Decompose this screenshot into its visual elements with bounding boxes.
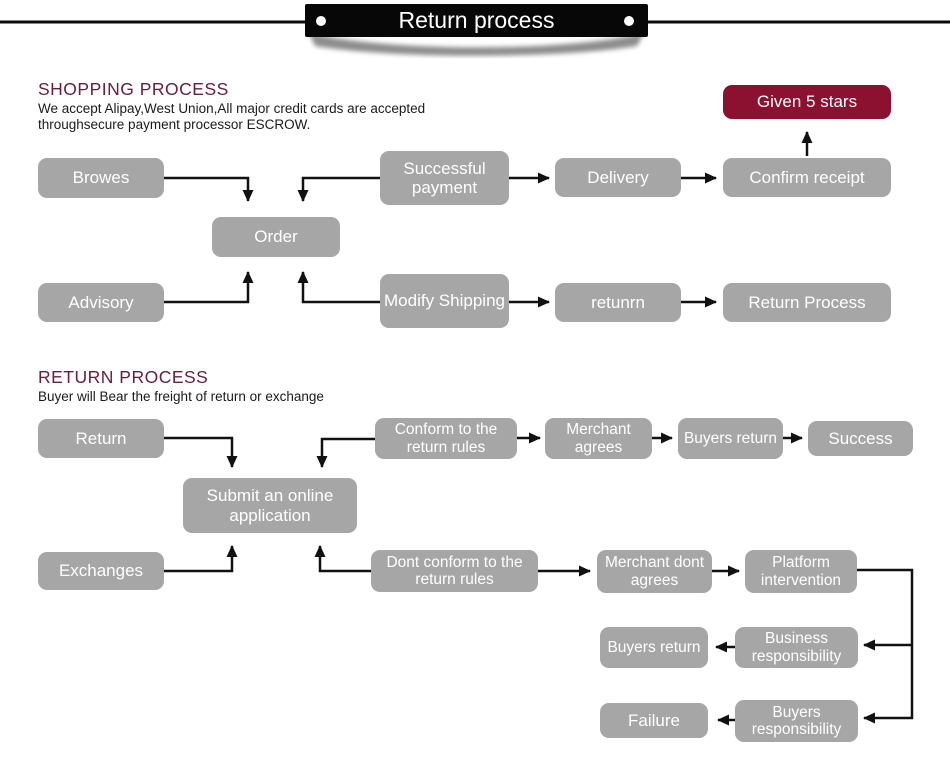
node-buyers-return: Buyers return xyxy=(678,418,783,459)
arrow-exchanges-to-submit xyxy=(164,545,238,573)
node-order: Order xyxy=(212,217,340,257)
node-browes: Browes xyxy=(38,158,164,198)
node-advisory: Advisory xyxy=(38,283,164,322)
node-return: Return xyxy=(38,419,164,458)
node-platform-intervention: Platform intervention xyxy=(745,550,857,593)
shopping-process-subtitle-line1: We accept Alipay,West Union,All major cr… xyxy=(38,101,426,116)
banner-title: Return process xyxy=(398,7,555,33)
arrow-successful-payment-to-order xyxy=(297,176,380,202)
return-process-subtitle: Buyer will Bear the freight of return or… xyxy=(38,389,324,404)
node-dont-conform-rules: Dont conform to the return rules xyxy=(371,550,538,592)
return-process-heading: RETURN PROCESS xyxy=(38,367,209,387)
node-merchant-dont-agrees: Merchant dont agrees xyxy=(597,550,712,593)
title-banner: Return process xyxy=(305,4,648,37)
node-delivery: Delivery xyxy=(555,158,681,197)
banner-shadow xyxy=(309,33,644,56)
arrow-conform-to-submit xyxy=(316,437,375,468)
node-exchanges: Exchanges xyxy=(38,552,164,590)
arrow-browes-to-order xyxy=(164,176,254,202)
node-confirm-receipt: Confirm receipt xyxy=(723,158,891,197)
node-business-responsibility: Business responsibility xyxy=(735,627,858,668)
shopping-process-subtitle-line2: throughsecure payment processor ESCROW. xyxy=(38,117,311,132)
arrow-return-to-submit xyxy=(164,436,238,468)
arrow-modify-shipping-to-order xyxy=(297,271,380,304)
banner-dot-left-icon xyxy=(316,15,326,26)
arrow-dont-conform-to-submit xyxy=(314,545,371,573)
node-success: Success xyxy=(808,421,913,456)
node-given-5-stars: Given 5 stars xyxy=(723,85,891,119)
shopping-process-heading: SHOPPING PROCESS xyxy=(38,79,229,99)
node-successful-payment: Successful payment xyxy=(380,151,509,205)
node-retunrn: retunrn xyxy=(555,283,681,322)
node-return-process: Return Process xyxy=(723,283,891,322)
node-buyers-return-2: Buyers return xyxy=(600,627,708,668)
node-buyers-responsibility: Buyers responsibility xyxy=(735,700,858,742)
node-conform-rules: Conform to the return rules xyxy=(375,418,517,459)
node-failure: Failure xyxy=(600,703,708,738)
node-merchant-agrees: Merchant agrees xyxy=(545,418,652,459)
node-submit-application: Submit an online application xyxy=(183,478,357,533)
node-modify-shipping: Modify Shipping xyxy=(380,274,509,328)
banner-dot-right-icon xyxy=(624,15,634,26)
arrow-advisory-to-order xyxy=(164,271,254,304)
